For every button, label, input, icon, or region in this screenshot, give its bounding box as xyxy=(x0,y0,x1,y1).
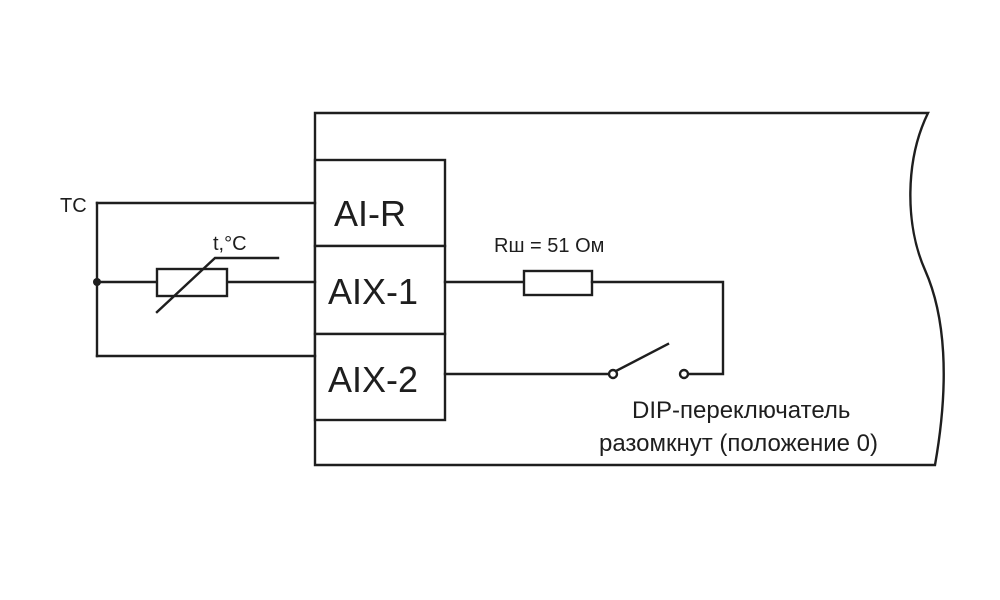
thermistor-label: t,°C xyxy=(213,233,247,255)
shunt-label: Rш = 51 Ом xyxy=(494,235,604,257)
thermistor-body xyxy=(155,267,229,298)
terminal-box-aix-1 xyxy=(313,244,447,336)
shunt-resistor xyxy=(522,269,594,297)
switch-contact-right xyxy=(678,368,690,380)
terminal-label-aix-2: AIX-2 xyxy=(328,359,418,400)
terminal-label-aix-1: AIX-1 xyxy=(328,271,418,312)
thermistor-arrow xyxy=(155,256,280,314)
sensor-label: TC xyxy=(60,195,87,217)
dip-switch-label-line1: DIP-переключатель xyxy=(632,397,850,424)
shunt-wire-right xyxy=(590,280,725,376)
terminal-box-aix-2 xyxy=(313,332,447,422)
device-housing xyxy=(313,111,945,467)
switch-contact-left xyxy=(607,368,619,380)
switch-blade xyxy=(614,342,670,373)
terminal-label-ai-r: AI-R xyxy=(334,193,406,234)
dip-switch-label-line2: разомкнут (положение 0) xyxy=(599,430,878,457)
